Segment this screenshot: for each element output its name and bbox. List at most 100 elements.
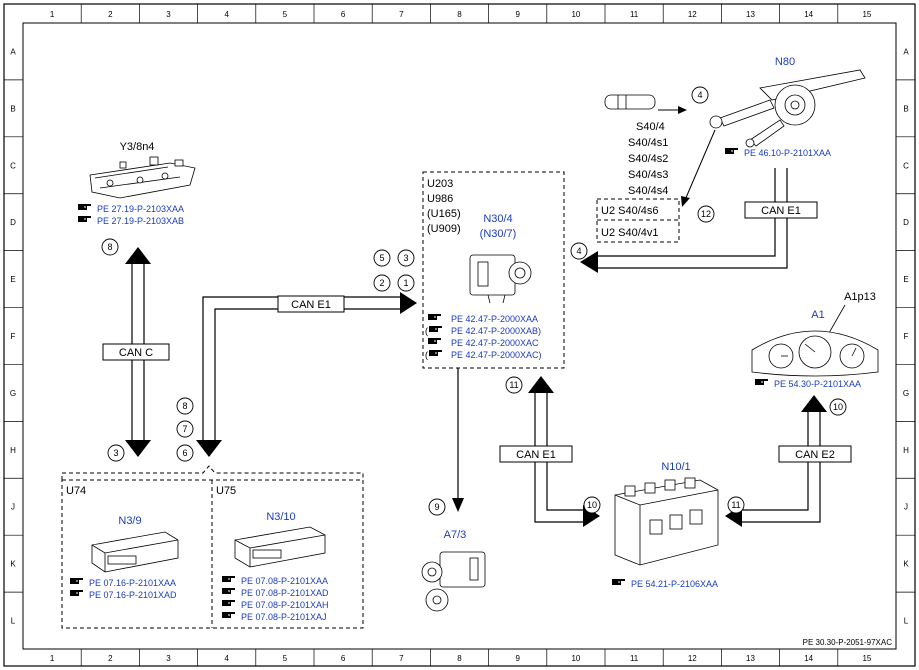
grid-row-label: K	[903, 560, 909, 569]
svg-text:6: 6	[182, 448, 187, 458]
n30-ref-3: PE 42.47-P-2000XAC	[428, 338, 539, 348]
bus-label-can-c: CAN C	[102, 343, 170, 361]
grid-column-label: 12	[688, 10, 697, 19]
pointing-hand-icon	[70, 590, 83, 596]
grid-column-label: 8	[457, 654, 462, 663]
n3-10-ref-2: PE 07.08-P-2101XAD	[222, 588, 329, 598]
svg-text:CAN C: CAN C	[119, 347, 153, 359]
arrow-up-to-n30	[528, 376, 554, 393]
svg-text:U2 S40/4v1: U2 S40/4v1	[601, 227, 658, 239]
component-a7-3: A7/3	[421, 529, 486, 612]
component-y3-8n4: Y3/8n4 PE 27.19-P-2103XAA PE 27.19-P-210…	[78, 141, 196, 226]
n80-ref-1: PE 46.10-P-2101XAA	[725, 148, 831, 158]
grid-row-label: E	[10, 275, 15, 284]
pointing-hand-icon	[755, 379, 768, 385]
svg-text:11: 11	[731, 500, 740, 510]
pointing-hand-icon	[429, 326, 442, 332]
grid-column-label: 7	[399, 654, 404, 663]
grid-row-label: G	[903, 389, 909, 398]
grid-column-label: 13	[746, 654, 755, 663]
svg-text:U203: U203	[427, 178, 453, 190]
n3-9-ref-1: PE 07.16-P-2101XAA	[70, 578, 176, 588]
drawing-frame	[3, 3, 916, 667]
pointing-hand-icon	[222, 588, 235, 594]
ecu-n3-9-illustration	[91, 531, 179, 573]
n3-10-ref-4: PE 07.08-P-2101XAJ	[222, 612, 327, 622]
arrow-left-from-n80	[580, 251, 598, 273]
svg-text:PE 42.47-P-2000XAC: PE 42.47-P-2000XAC	[451, 338, 539, 348]
grid-row-label: C	[10, 161, 16, 170]
svg-text:N30/4: N30/4	[483, 213, 512, 225]
arrow-up-can-c	[125, 247, 151, 264]
grid-column-label: 6	[341, 654, 346, 663]
bus-label-can-e1-bottom: CAN E1	[499, 445, 573, 463]
grid-row-label: E	[903, 275, 908, 284]
svg-text:4: 4	[576, 246, 581, 256]
svg-text:PE 07.08-P-2101XAA: PE 07.08-P-2101XAA	[241, 576, 328, 586]
n3-10-ref-3: PE 07.08-P-2101XAH	[222, 600, 329, 610]
grid-row-label: G	[10, 389, 16, 398]
svg-text:PE 27.19-P-2103XAB: PE 27.19-P-2103XAB	[97, 216, 184, 226]
svg-text:(: (	[425, 350, 428, 360]
grid-row-label: L	[11, 617, 16, 626]
grid-row-label: C	[903, 161, 909, 170]
n3-9-ref-2: PE 07.16-P-2101XAD	[70, 590, 177, 600]
n3-10-ref-1: PE 07.08-P-2101XAA	[222, 576, 328, 586]
svg-text:A1: A1	[811, 309, 824, 321]
n30-ref-2: ( PE 42.47-P-2000XAB)	[425, 326, 541, 336]
svg-text:U2 S40/4s6: U2 S40/4s6	[601, 205, 658, 217]
svg-text:CAN E1: CAN E1	[291, 299, 331, 311]
svg-text:(: (	[425, 326, 428, 336]
grid-row-label: A	[10, 47, 16, 56]
svg-text:3: 3	[113, 448, 118, 458]
component-n80: N80 PE 46.10-P-2101XAA	[604, 56, 866, 158]
grid-column-label: 12	[688, 654, 697, 663]
pointing-hand-icon	[612, 579, 625, 585]
y3-ref-2: PE 27.19-P-2103XAB	[78, 216, 184, 226]
grid-column-label: 4	[224, 10, 229, 19]
svg-text:9: 9	[434, 502, 439, 512]
s40-variant-boxes: U2 S40/4s6 U2 S40/4v1	[596, 198, 680, 243]
pointing-hand-icon	[222, 612, 235, 618]
grid-column-label: 15	[862, 10, 871, 19]
grid-column-label: 9	[515, 654, 520, 663]
n10-ref-1: PE 54.21-P-2106XAA	[612, 579, 718, 589]
svg-text:A1p13: A1p13	[844, 291, 876, 303]
svg-text:5: 5	[379, 253, 384, 263]
svg-text:S40/4s4: S40/4s4	[628, 185, 668, 197]
a1-ref-1: PE 54.30-P-2101XAA	[755, 379, 861, 389]
grid-row-label: H	[10, 446, 16, 455]
svg-text:N3/9: N3/9	[118, 515, 141, 527]
svg-text:PE 27.19-P-2103XAA: PE 27.19-P-2103XAA	[97, 204, 184, 214]
grid-column-label: 10	[571, 10, 580, 19]
svg-text:7: 7	[182, 424, 187, 434]
svg-text:PE 07.08-P-2101XAH: PE 07.08-P-2101XAH	[241, 600, 329, 610]
svg-text:PE 42.47-P-2000XAC): PE 42.47-P-2000XAC)	[451, 350, 542, 360]
grid-column-label: 3	[166, 10, 171, 19]
grid-column-label: 1	[50, 654, 55, 663]
grid-column-label: 15	[862, 654, 871, 663]
grid-row-label: A	[903, 47, 909, 56]
svg-text:Y3/8n4: Y3/8n4	[120, 141, 155, 153]
svg-text:PE 07.16-P-2101XAA: PE 07.16-P-2101XAA	[89, 578, 176, 588]
valve-body-illustration	[89, 156, 196, 199]
esp-unit-illustration	[469, 254, 532, 304]
svg-text:A7/3: A7/3	[444, 529, 467, 541]
arrow-down-can-c	[125, 440, 151, 457]
svg-text:S40/4: S40/4	[636, 121, 665, 133]
grid-column-label: 2	[108, 10, 113, 19]
pointing-hand-icon	[78, 204, 91, 210]
svg-text:PE 07.16-P-2101XAD: PE 07.16-P-2101XAD	[89, 590, 177, 600]
grid-column-label: 9	[515, 10, 520, 19]
svg-text:11: 11	[509, 380, 518, 390]
svg-text:N80: N80	[775, 56, 795, 68]
grid-column-label: 6	[341, 10, 346, 19]
grid-row-label: B	[10, 104, 15, 113]
svg-text:(N30/7): (N30/7)	[480, 228, 517, 240]
arrow-s40-to-n80	[678, 106, 687, 114]
document-reference: PE 30.30-P-2051-97XAC	[803, 638, 893, 647]
grid-column-label: 14	[804, 654, 813, 663]
component-n3-9: N3/9 PE 07.16-P-2101XAA PE 07.16-P-2101X…	[70, 515, 179, 600]
